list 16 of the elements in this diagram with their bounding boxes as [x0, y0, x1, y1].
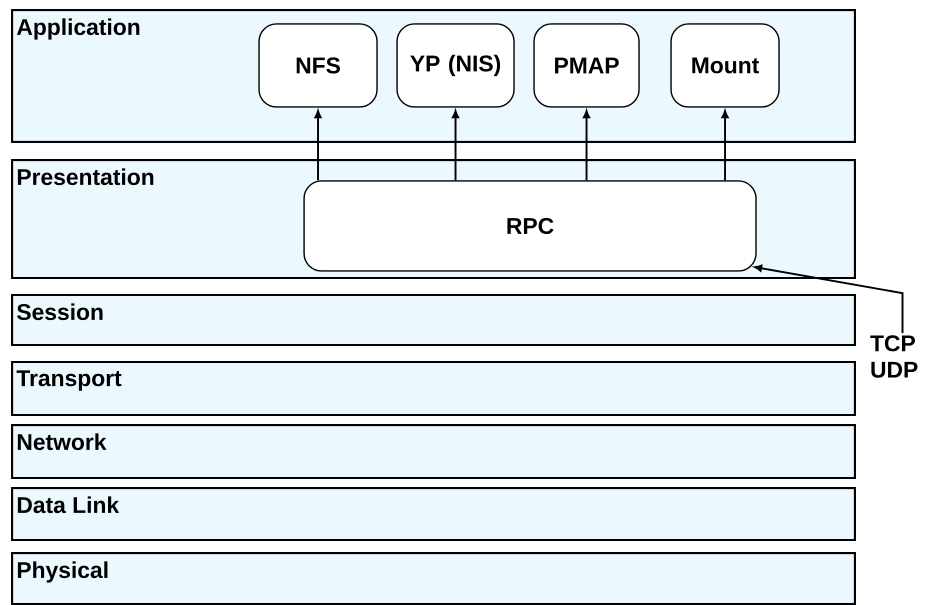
layer-band: Session — [11, 294, 856, 346]
layer-band: Network — [11, 424, 856, 480]
layer-band: Transport — [11, 360, 856, 416]
arrow — [582, 110, 590, 180]
arrow — [314, 110, 322, 180]
arrow — [721, 110, 729, 180]
layer-band: Physical — [11, 552, 856, 605]
layer-band: Data Link — [11, 486, 856, 542]
protocol-box: Mount — [670, 23, 780, 108]
protocol-box: YP (NIS) — [396, 23, 515, 108]
arrow — [754, 264, 904, 334]
arrow — [452, 110, 460, 180]
protocol-box: NFS — [258, 23, 378, 108]
protocol-box: RPC — [303, 180, 757, 272]
protocol-label: TCP UDP — [870, 335, 918, 378]
protocol-box: PMAP — [533, 23, 640, 108]
